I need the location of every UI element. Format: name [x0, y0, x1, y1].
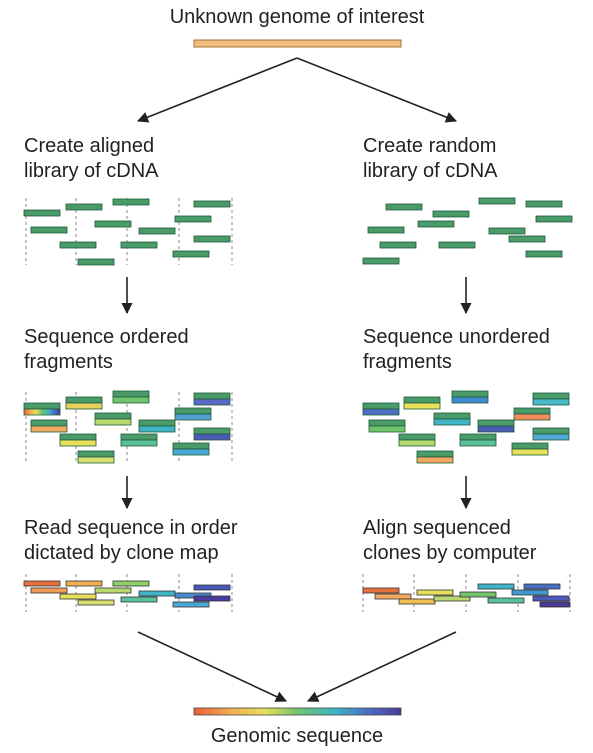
unknown-genome-bar	[193, 39, 402, 48]
right-step3-label: Align sequenced clones by computer	[363, 516, 536, 566]
right-step1-line1: Create random	[363, 135, 497, 157]
right-step1-line2: library of cDNA	[363, 160, 498, 182]
sequenced-unordered-fragments	[362, 390, 570, 464]
split-arrow-right	[296, 57, 458, 123]
aligned-by-computer	[362, 574, 571, 612]
aligned-library	[23, 198, 233, 266]
left-step1-line1: Create aligned	[24, 135, 155, 157]
left-step2-label: Sequence ordered fragments	[24, 325, 189, 375]
left-step2-line1: Sequence ordered	[24, 326, 189, 348]
merge-arrows	[137, 631, 457, 702]
sequenced-ordered-fragments	[23, 390, 233, 464]
left-step3-line2: dictated by clone map	[24, 542, 219, 564]
merge-arrow-right	[306, 631, 457, 702]
left-step1-label: Create aligned library of cDNA	[24, 134, 158, 184]
unknown-genome-label: Unknown genome of interest	[169, 6, 425, 28]
genomic-sequence-bar	[193, 707, 402, 716]
genomic-sequence-label: Genomic sequence	[210, 725, 384, 747]
left-step1-line2: library of cDNA	[24, 160, 159, 182]
right-step2-line1: Sequence unordered	[363, 326, 550, 348]
merge-arrow-left	[137, 631, 288, 702]
right-step2-label: Sequence unordered fragments	[363, 325, 550, 375]
right-step3-line1: Align sequenced	[363, 517, 511, 539]
right-step2-line2: fragments	[363, 351, 452, 373]
right-step1-label: Create random library of cDNA	[363, 134, 497, 184]
right-step3-line2: clones by computer	[363, 542, 537, 564]
split-arrows	[136, 57, 458, 123]
left-step3-label: Read sequence in order dictated by clone…	[24, 516, 237, 566]
split-arrow-left	[136, 57, 298, 123]
assembled-by-clone-map	[23, 574, 233, 612]
random-library	[362, 197, 573, 265]
left-step3-line1: Read sequence in order	[24, 517, 238, 539]
left-step2-line2: fragments	[24, 351, 113, 373]
